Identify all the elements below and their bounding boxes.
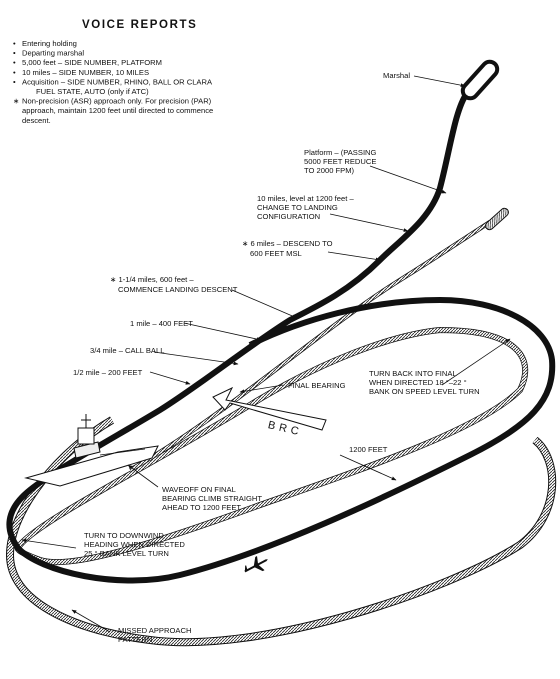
twelve-hundred-feet-label: 1200 FEET — [349, 445, 388, 454]
voice-reports-title: VOICE REPORTS — [82, 19, 197, 31]
carrier-ship — [24, 414, 159, 487]
voice-reports-block: VOICE REPORTS • Entering holding • Departin… — [13, 19, 213, 125]
voice-report-item: descent. — [22, 116, 51, 125]
one-mile-label: 1 mile – 400 FEET — [130, 319, 193, 328]
one-quarter-mile-label: ∗ 1-1/4 miles, 600 feet – COMMENCE LANDI… — [110, 275, 238, 294]
three-quarter-mile-label: 3/4 mile – CALL BALL — [90, 346, 164, 355]
platform-label: Platform – (PASSING 5000 FEET REDUCE TO … — [304, 148, 379, 175]
voice-report-item: Departing marshal — [22, 49, 84, 58]
voice-report-bullet: ∗ — [13, 97, 19, 106]
approach-path — [6, 91, 556, 584]
voice-report-item: 5,000 feet – SIDE NUMBER, PLATFORM — [22, 58, 162, 67]
final-bearing-label: FINAL BEARING — [288, 381, 346, 390]
voice-report-item: Acquisition – SIDE NUMBER, RHINO, BALL O… — [22, 77, 213, 86]
turn-back-label: TURN BACK INTO FINAL WHEN DIRECTED 18 °–… — [369, 369, 480, 396]
secondary-holding-oval — [485, 207, 509, 231]
waveoff-label: WAVEOFF ON FINAL BEARING CLIMB STRAIGHT … — [162, 485, 264, 512]
voice-report-item: Entering holding — [22, 39, 77, 48]
turn-downwind-label: TURN TO DOWNWIND HEADING WHEN DIRECTED 2… — [84, 531, 187, 558]
six-miles-label: ∗ 6 miles – DESCEND TO 600 FEET MSL — [242, 239, 335, 258]
half-mile-label: 1/2 mile – 200 FEET — [73, 368, 143, 377]
voice-report-bullet: • — [13, 77, 16, 86]
voice-report-item: 10 miles – SIDE NUMBER, 10 MILES — [22, 68, 149, 77]
secondary-holding-path — [128, 220, 492, 472]
voice-reports-list: • Entering holding • Departing marshal • 5,00… — [13, 39, 213, 125]
marshal-label: Marshal — [383, 71, 410, 80]
marshal-holding-oval — [460, 59, 500, 101]
voice-report-bullet: • — [13, 39, 16, 48]
voice-report-item: approach, maintain 1200 feet until direc… — [22, 106, 213, 115]
voice-report-bullet: • — [13, 49, 16, 58]
voice-report-bullet: • — [13, 68, 16, 77]
leader-lines — [21, 75, 511, 633]
missed-approach-label: MISSED APPROACH PATTERN — [118, 626, 194, 644]
voice-report-item: FUEL STATE, AUTO (only if ATC) — [36, 87, 149, 96]
voice-report-item: Non-precision (ASR) approach only. For p… — [22, 97, 212, 106]
voice-report-bullet: • — [13, 58, 16, 67]
ten-miles-label: 10 miles, level at 1200 feet – CHANGE TO… — [257, 194, 356, 221]
aircraft-icon — [244, 556, 268, 573]
